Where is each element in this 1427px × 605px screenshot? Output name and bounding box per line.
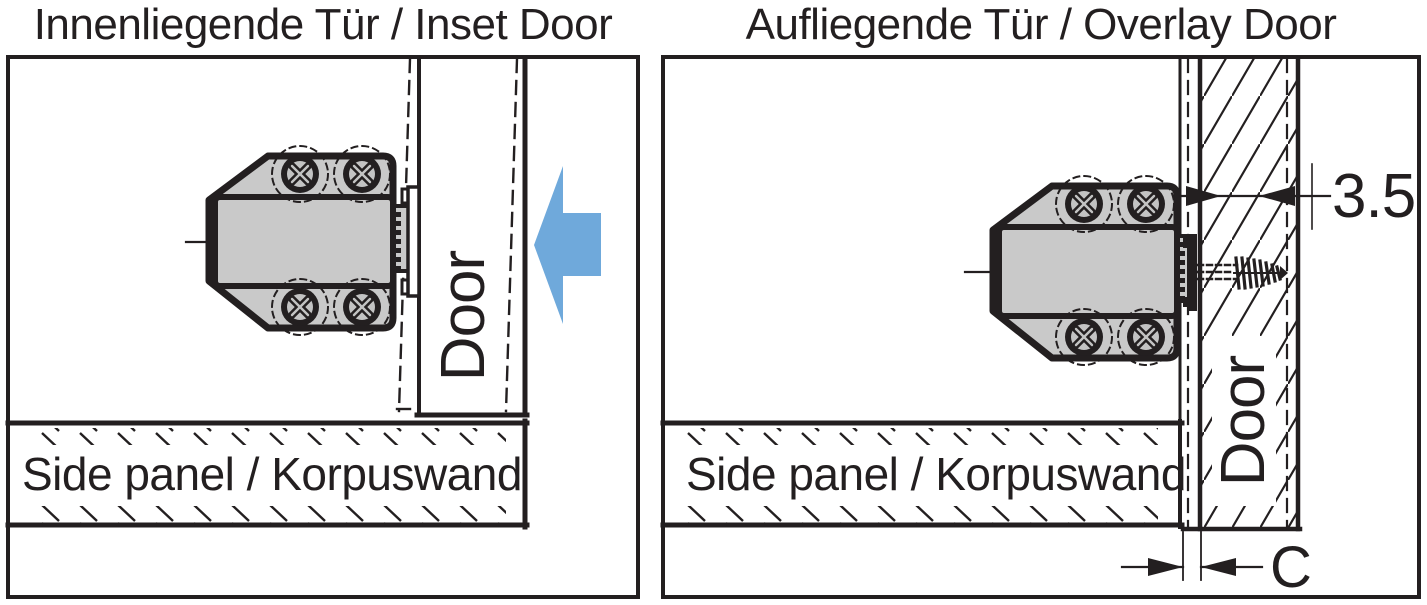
inset-strike-plate: [400, 185, 421, 298]
inset-frame: [6, 55, 640, 599]
panel-ticks-bottom: [686, 506, 1158, 523]
panel-ticks-top: [28, 428, 506, 445]
dim-arrowhead-left: [1201, 558, 1236, 576]
magnetic-touch-latch: [209, 146, 411, 335]
panel-ticks-top: [686, 428, 1158, 445]
inset-diagram: [5, 55, 640, 599]
overlay-side-panel: [660, 419, 1185, 529]
overlay-title: Aufliegende Tür / Overlay Door: [745, 0, 1337, 49]
push-direction-arrow: [534, 166, 601, 324]
magnetic-touch-latch: [993, 176, 1195, 365]
inset-side-panel: [5, 418, 530, 530]
inset-title: Innenliegende Tür / Inset Door: [33, 0, 613, 49]
overlay-diagram: [660, 55, 1421, 599]
dim-arrowhead-right: [1148, 558, 1183, 576]
strike-thickness-dim-label: 3.5: [1332, 162, 1416, 231]
panel-ticks-bottom: [28, 506, 506, 523]
dim-arrowhead-right: [1186, 186, 1221, 206]
dimension-C: [1120, 531, 1264, 581]
dimension-3-5: [1179, 163, 1332, 230]
inset-side-panel-label: Side panel / Korpuswand: [22, 448, 522, 500]
overlay-side-panel-label: Side panel / Korpuswand: [686, 448, 1186, 500]
mounting-screw-icon: [1196, 256, 1288, 290]
dim-arrowhead-left: [1259, 186, 1295, 206]
inset-door-label: Door: [429, 231, 498, 401]
overlay-strike-plate: [1183, 236, 1197, 311]
overlay-door-label: Door: [1209, 336, 1278, 506]
gap-dim-label: C: [1270, 535, 1312, 600]
overlay-frame: [661, 55, 1421, 599]
